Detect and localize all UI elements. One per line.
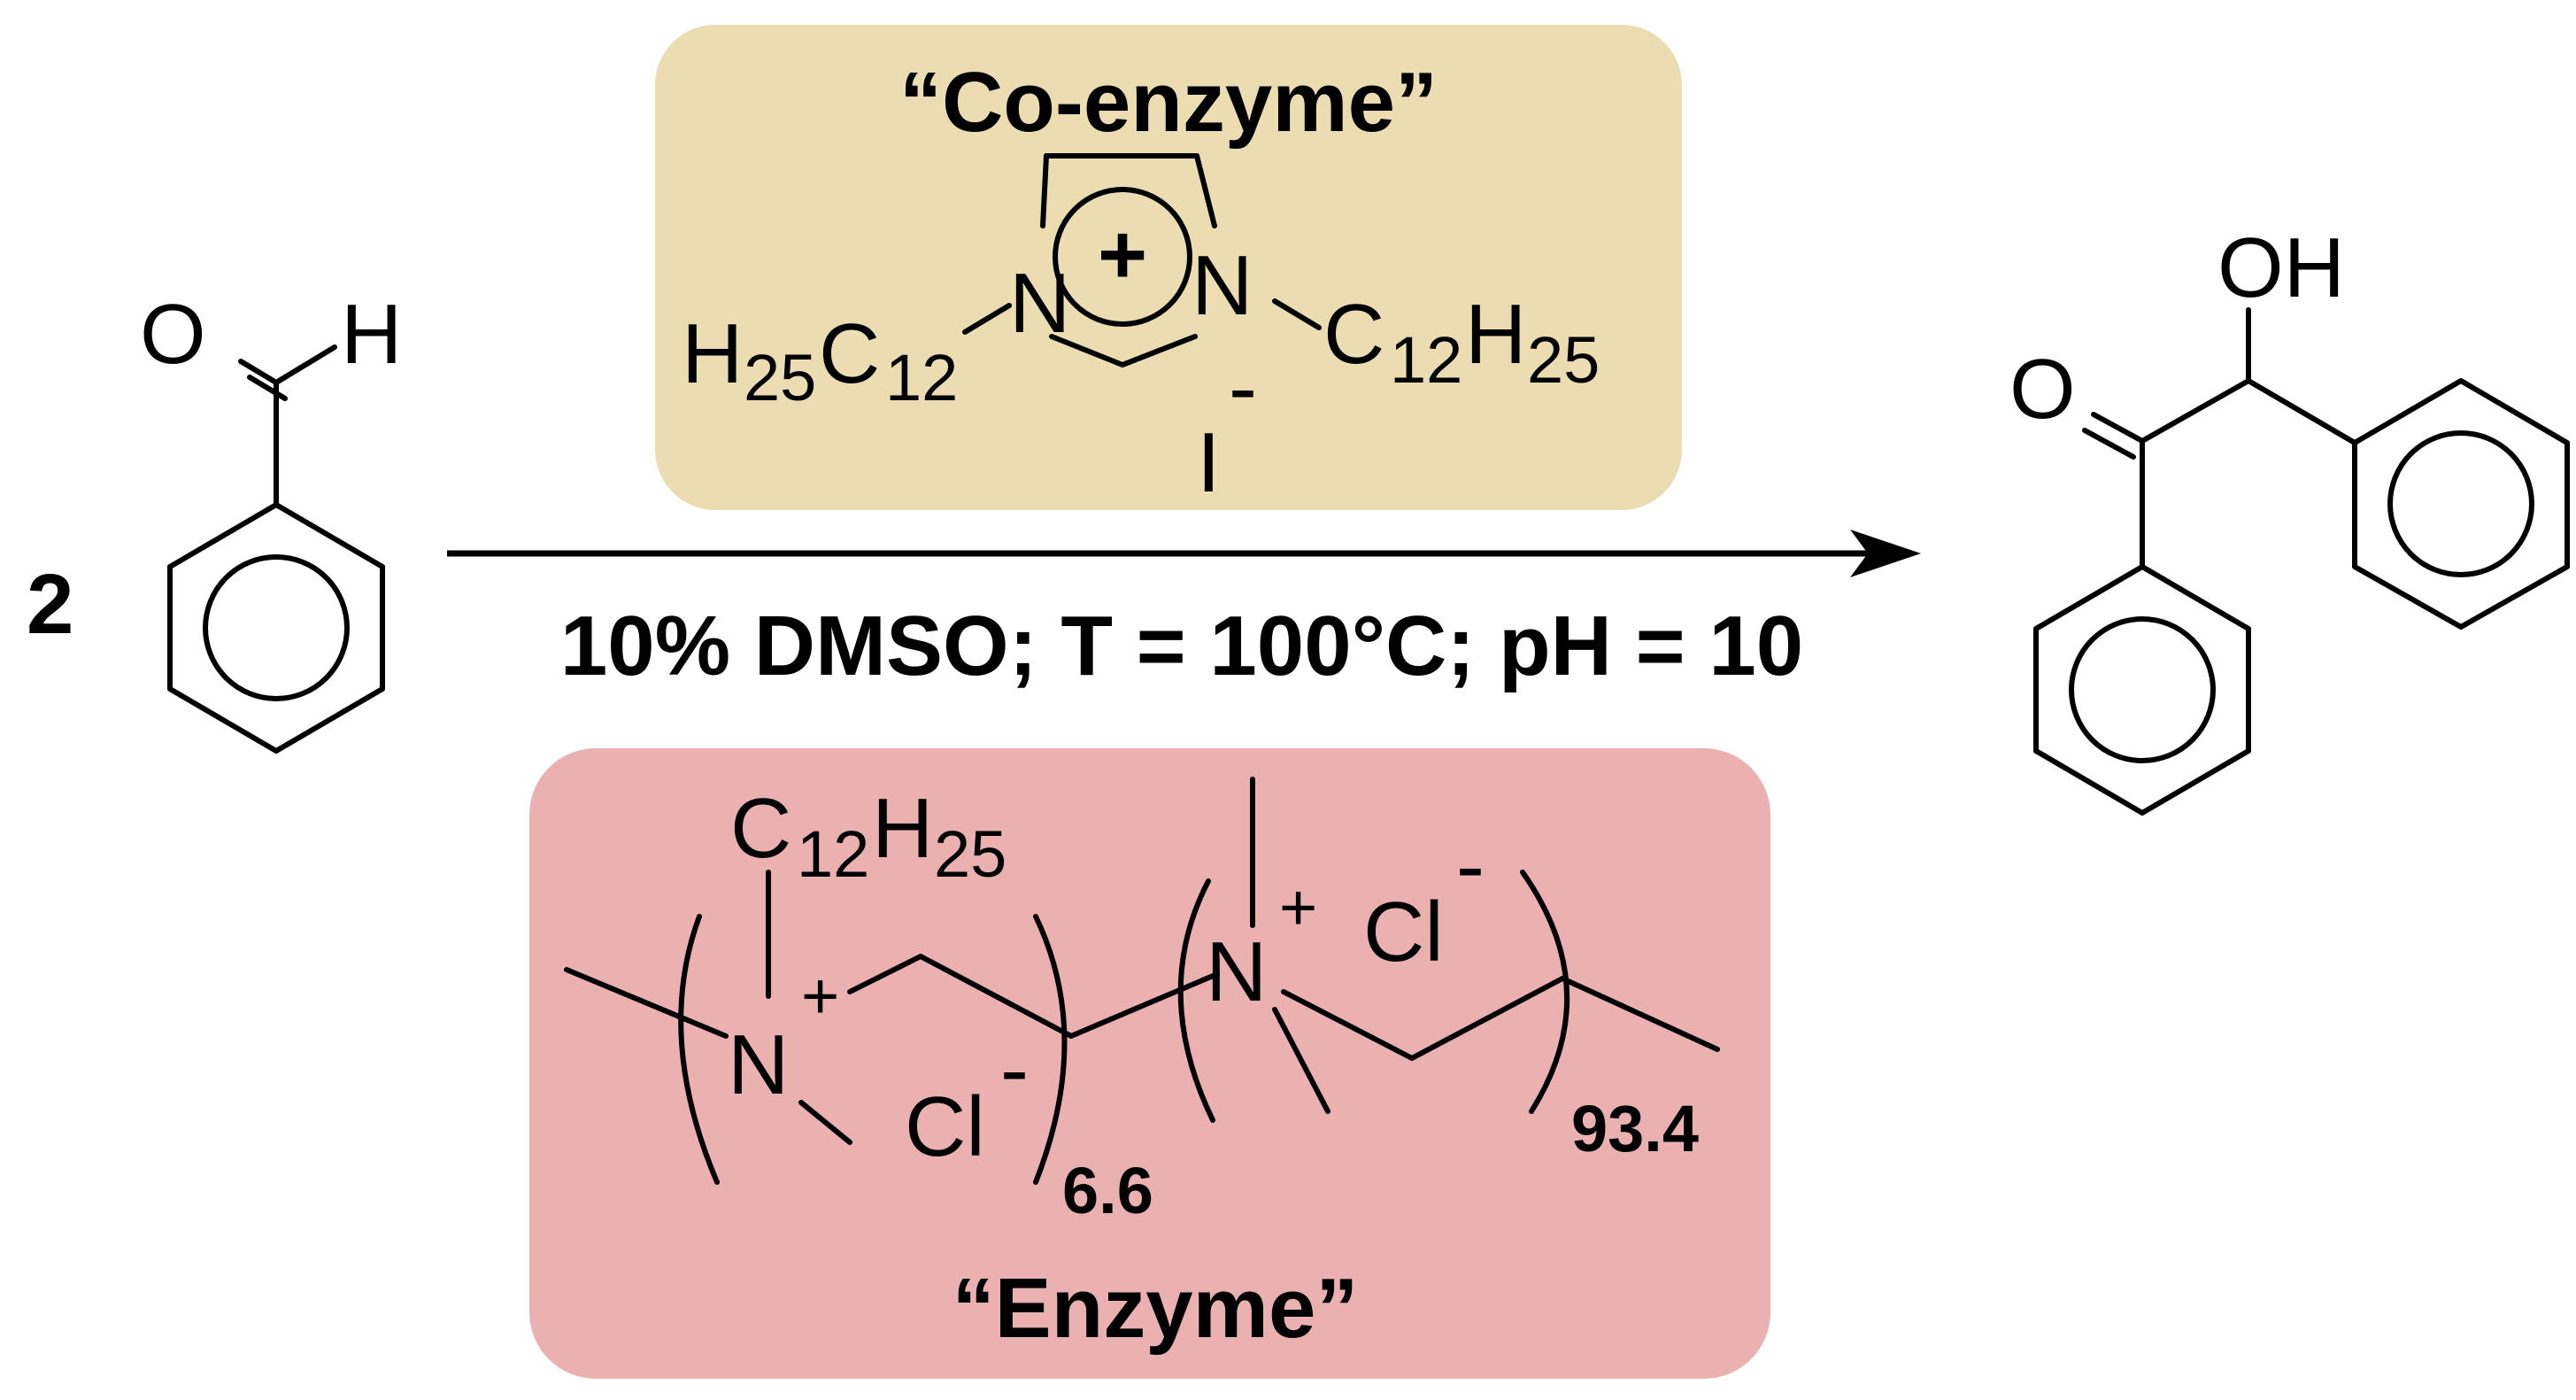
benzoin-structure: O OH bbox=[2009, 220, 2570, 816]
benzaldehyde-structure: O H bbox=[140, 287, 402, 754]
enzyme-title: “Enzyme” bbox=[953, 1261, 1359, 1356]
pendant-H: H bbox=[872, 781, 933, 876]
N2-charge: + bbox=[1279, 870, 1317, 944]
N-right: N bbox=[1192, 238, 1253, 333]
reaction-conditions: 10% DMSO; T = 100°C; pH = 10 bbox=[560, 599, 1803, 693]
right-chain-C-sub: 12 bbox=[1390, 323, 1462, 397]
pendant-C: C bbox=[730, 781, 791, 876]
left-chain-C-sub: 12 bbox=[885, 341, 958, 414]
pendant-H-sub: 25 bbox=[934, 817, 1006, 891]
repeat-count-1: 6.6 bbox=[1062, 1154, 1153, 1227]
left-chain-C: C bbox=[819, 306, 880, 401]
counterion-I-charge: - bbox=[1229, 340, 1257, 435]
pendant-C-sub: 12 bbox=[797, 817, 869, 891]
aromatic-charge-circle bbox=[1053, 187, 1192, 327]
reactant-atom-H: H bbox=[341, 287, 402, 382]
coenzyme-panel: “Co-enzyme” + N N H 25 C 12 C 12 H 25 I … bbox=[655, 25, 1682, 510]
right-chain-C: C bbox=[1323, 287, 1384, 382]
bracket-close-1 bbox=[1033, 914, 1068, 1185]
product-atom-O: O bbox=[2009, 342, 2076, 437]
product-group-OH: OH bbox=[2217, 220, 2345, 315]
right-chain-H-sub: 25 bbox=[1527, 323, 1600, 397]
Cl2-charge: - bbox=[1456, 818, 1485, 913]
reaction-arrow bbox=[447, 530, 1921, 577]
arrowhead bbox=[1850, 530, 1921, 577]
stoich-coefficient: 2 bbox=[27, 557, 73, 652]
coenzyme-title: “Co-enzyme” bbox=[899, 55, 1438, 150]
left-chain-H: H bbox=[682, 306, 743, 401]
repeat-count-2: 93.4 bbox=[1571, 1092, 1699, 1165]
bracket-close-2 bbox=[1520, 870, 1570, 1114]
counterion-I: I bbox=[1197, 415, 1221, 510]
bracket-open-1 bbox=[678, 914, 720, 1185]
coenzyme-box bbox=[655, 25, 1682, 510]
enzyme-panel: C 12 H 25 N + Cl - 6.6 N + bbox=[529, 748, 1770, 1379]
Cl1-charge: - bbox=[1000, 1022, 1029, 1117]
Cl2-atom: Cl bbox=[1363, 885, 1444, 979]
N-left: N bbox=[1009, 256, 1070, 351]
N2-atom: N bbox=[1206, 924, 1267, 1019]
Cl1-atom: Cl bbox=[905, 1079, 985, 1174]
right-chain-H: H bbox=[1465, 287, 1526, 382]
imidazolium-ring: + bbox=[1040, 153, 1217, 367]
enzyme-box bbox=[529, 748, 1770, 1379]
N1-charge: + bbox=[801, 959, 839, 1033]
N1-atom: N bbox=[728, 1017, 789, 1112]
left-chain-H-sub: 25 bbox=[744, 341, 816, 414]
ring-charge: + bbox=[1098, 207, 1147, 302]
bracket-open-2 bbox=[1177, 878, 1215, 1123]
reactant-atom-O: O bbox=[140, 287, 206, 382]
